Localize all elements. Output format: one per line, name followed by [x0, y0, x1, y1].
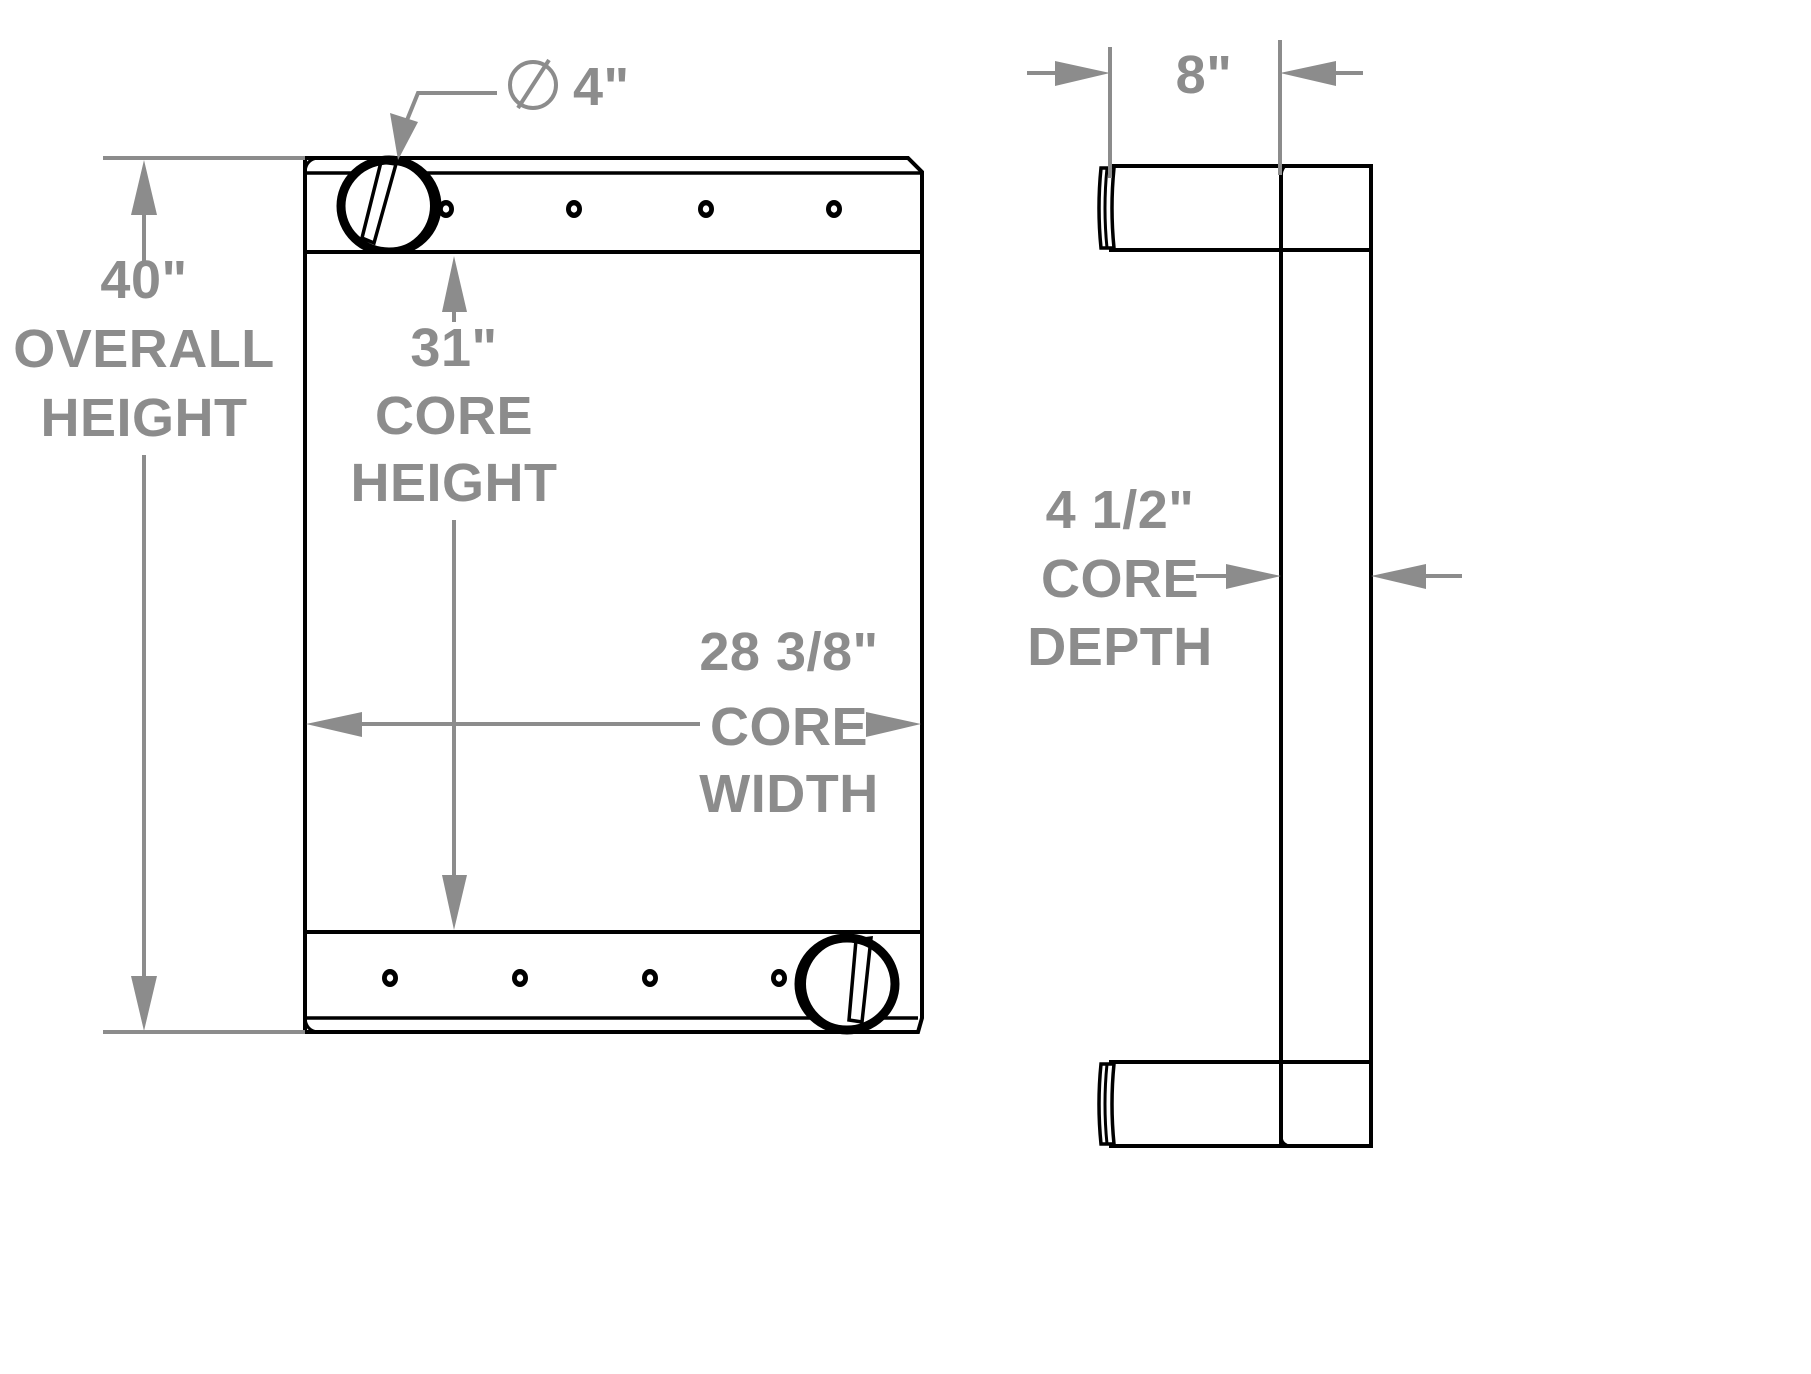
core-height-label-line1: CORE	[375, 386, 533, 446]
core-width-value: 28 3/8"	[699, 622, 878, 682]
core-depth-label-line2: DEPTH	[1027, 617, 1213, 677]
bottom-tank-bolt-holes	[382, 969, 787, 987]
bolt-hole	[826, 200, 842, 218]
tube-projection-dimension: 8"	[1027, 40, 1363, 178]
bolt-hole	[698, 200, 714, 218]
core-width-label-line1: CORE	[710, 697, 868, 757]
top-tank-bolt-holes	[438, 200, 842, 218]
top-inlet-port	[336, 155, 442, 257]
diameter-symbol-icon	[508, 58, 558, 110]
bottom-outlet-port	[794, 933, 900, 1035]
side-upper-inlet-tube	[1097, 164, 1283, 252]
overall-height-dimension: 40" OVERALL HEIGHT	[13, 156, 305, 1034]
core-depth-label-line1: CORE	[1041, 549, 1199, 609]
overall-height-label-line1: OVERALL	[13, 319, 275, 379]
core-height-label-line2: HEIGHT	[350, 453, 557, 513]
core-height-dimension: 31" CORE HEIGHT	[350, 256, 557, 930]
core-height-value: 31"	[410, 318, 497, 378]
tube-projection-value: 8"	[1176, 45, 1233, 105]
port-diameter-value: 4"	[573, 57, 630, 117]
core-depth-value: 4 1/2"	[1046, 480, 1195, 540]
bolt-hole	[512, 969, 528, 987]
core-width-label-line2: WIDTH	[699, 764, 878, 824]
bolt-hole	[566, 200, 582, 218]
core-body	[303, 250, 924, 934]
side-upper-tank	[1279, 164, 1373, 252]
overall-height-value: 40"	[100, 250, 187, 310]
core-depth-dimension: 4 1/2" CORE DEPTH	[1027, 480, 1462, 677]
top-tank	[303, 156, 924, 254]
bolt-hole	[438, 200, 454, 218]
bolt-hole	[771, 969, 787, 987]
front-elevation-view	[303, 155, 924, 1035]
side-core-slab	[1279, 248, 1373, 1064]
core-width-dimension: 28 3/8" CORE WIDTH	[306, 622, 921, 824]
side-profile-view	[1097, 164, 1373, 1148]
port-diameter-dimension: 4"	[390, 57, 630, 160]
bolt-hole	[382, 969, 398, 987]
side-lower-tank	[1279, 1060, 1373, 1148]
overall-height-label-line2: HEIGHT	[40, 388, 247, 448]
bolt-hole	[642, 969, 658, 987]
side-lower-outlet-tube	[1097, 1060, 1283, 1148]
